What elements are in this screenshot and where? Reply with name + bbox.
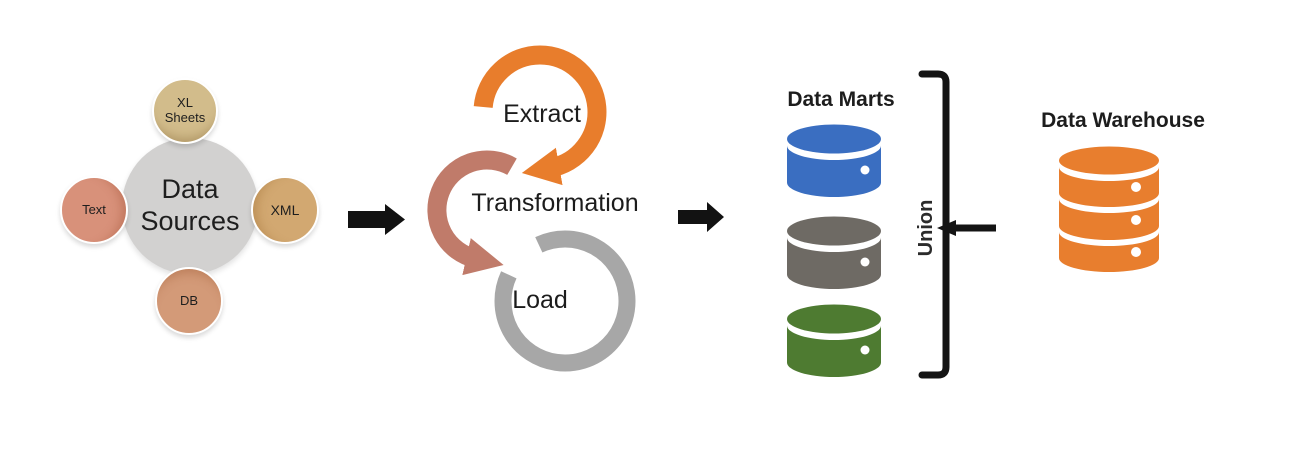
database-icon (787, 216, 881, 289)
cylinder-dot (860, 345, 870, 355)
right-arrow-shape (678, 202, 724, 232)
etl-cycle-group (427, 45, 636, 372)
data-warehouse-title: Data Warehouse (1041, 109, 1205, 132)
data-marts-title: Data Marts (787, 88, 895, 111)
data-sources-label: Data Sources (140, 174, 240, 236)
cylinder-dot (1131, 215, 1141, 225)
bracket-connector (937, 220, 996, 236)
union-bracket-icon (918, 70, 996, 379)
satellite-label: Text (82, 201, 106, 217)
data-sources-circle: Data Sources (122, 138, 258, 274)
load-ring-icon (494, 230, 636, 372)
right-arrow-icon (678, 202, 724, 232)
extract-label: Extract (503, 100, 581, 128)
transformation-label: Transformation (471, 189, 639, 217)
mart-cylinder (787, 304, 881, 377)
cylinder-dot (860, 165, 870, 175)
satellite-label: XML (270, 201, 300, 218)
cylinder-dot (1131, 182, 1141, 192)
extract-ring-icon (473, 45, 607, 186)
satellite-label: XL Sheets (164, 95, 206, 125)
database-icon (787, 124, 881, 197)
right-arrow-icon (348, 204, 405, 235)
cylinder-dot (1131, 247, 1141, 257)
cylinder-dot (860, 257, 870, 267)
satellite-label: DB (179, 292, 199, 308)
right-arrow-shape (348, 204, 405, 235)
satellite-text: Text (60, 176, 128, 244)
database-icon (787, 304, 881, 377)
transformation-ring-icon (427, 150, 517, 276)
data-warehouse-icon (1059, 146, 1159, 272)
mart-cylinder (787, 124, 881, 197)
warehouse-cylinder (1059, 146, 1159, 272)
satellite-xl-sheets: XL Sheets (152, 78, 218, 144)
satellite-xml: XML (251, 176, 319, 244)
load-label: Load (512, 286, 568, 314)
satellite-db: DB (155, 267, 223, 335)
union-label: Union (914, 199, 937, 257)
data-sources-group: Data Sources XL Sheets Text XML DB (0, 0, 360, 380)
mart-cylinder (787, 216, 881, 289)
